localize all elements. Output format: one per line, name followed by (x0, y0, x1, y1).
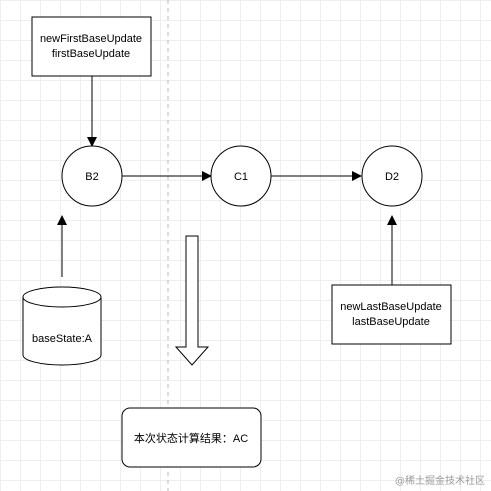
result-label: 本次状态计算结果：AC (134, 431, 248, 445)
base-state-cylinder: baseState:A (22, 286, 102, 366)
watermark: @稀土掘金技术社区 (395, 474, 485, 487)
node-c1-label: C1 (234, 171, 248, 183)
node-b2-label: B2 (85, 171, 98, 183)
last-box-line2: lastBaseUpdate (352, 316, 430, 328)
first-box-line2: firstBaseUpdate (52, 48, 130, 60)
hollow-down-arrow (174, 235, 210, 366)
last-box-line1: newLastBaseUpdate (340, 301, 442, 313)
result-box: 本次状态计算结果：AC (121, 407, 262, 468)
node-d2: D2 (361, 145, 423, 207)
base-state-label: baseState:A (32, 333, 93, 345)
node-d2-label: D2 (385, 171, 399, 183)
first-box-line1: newFirstBaseUpdate (40, 33, 142, 45)
first-base-update-box: newFirstBaseUpdate firstBaseUpdate (31, 16, 152, 77)
node-c1: C1 (210, 145, 272, 207)
last-base-update-box: newLastBaseUpdate lastBaseUpdate (331, 284, 452, 345)
node-b2: B2 (61, 145, 123, 207)
